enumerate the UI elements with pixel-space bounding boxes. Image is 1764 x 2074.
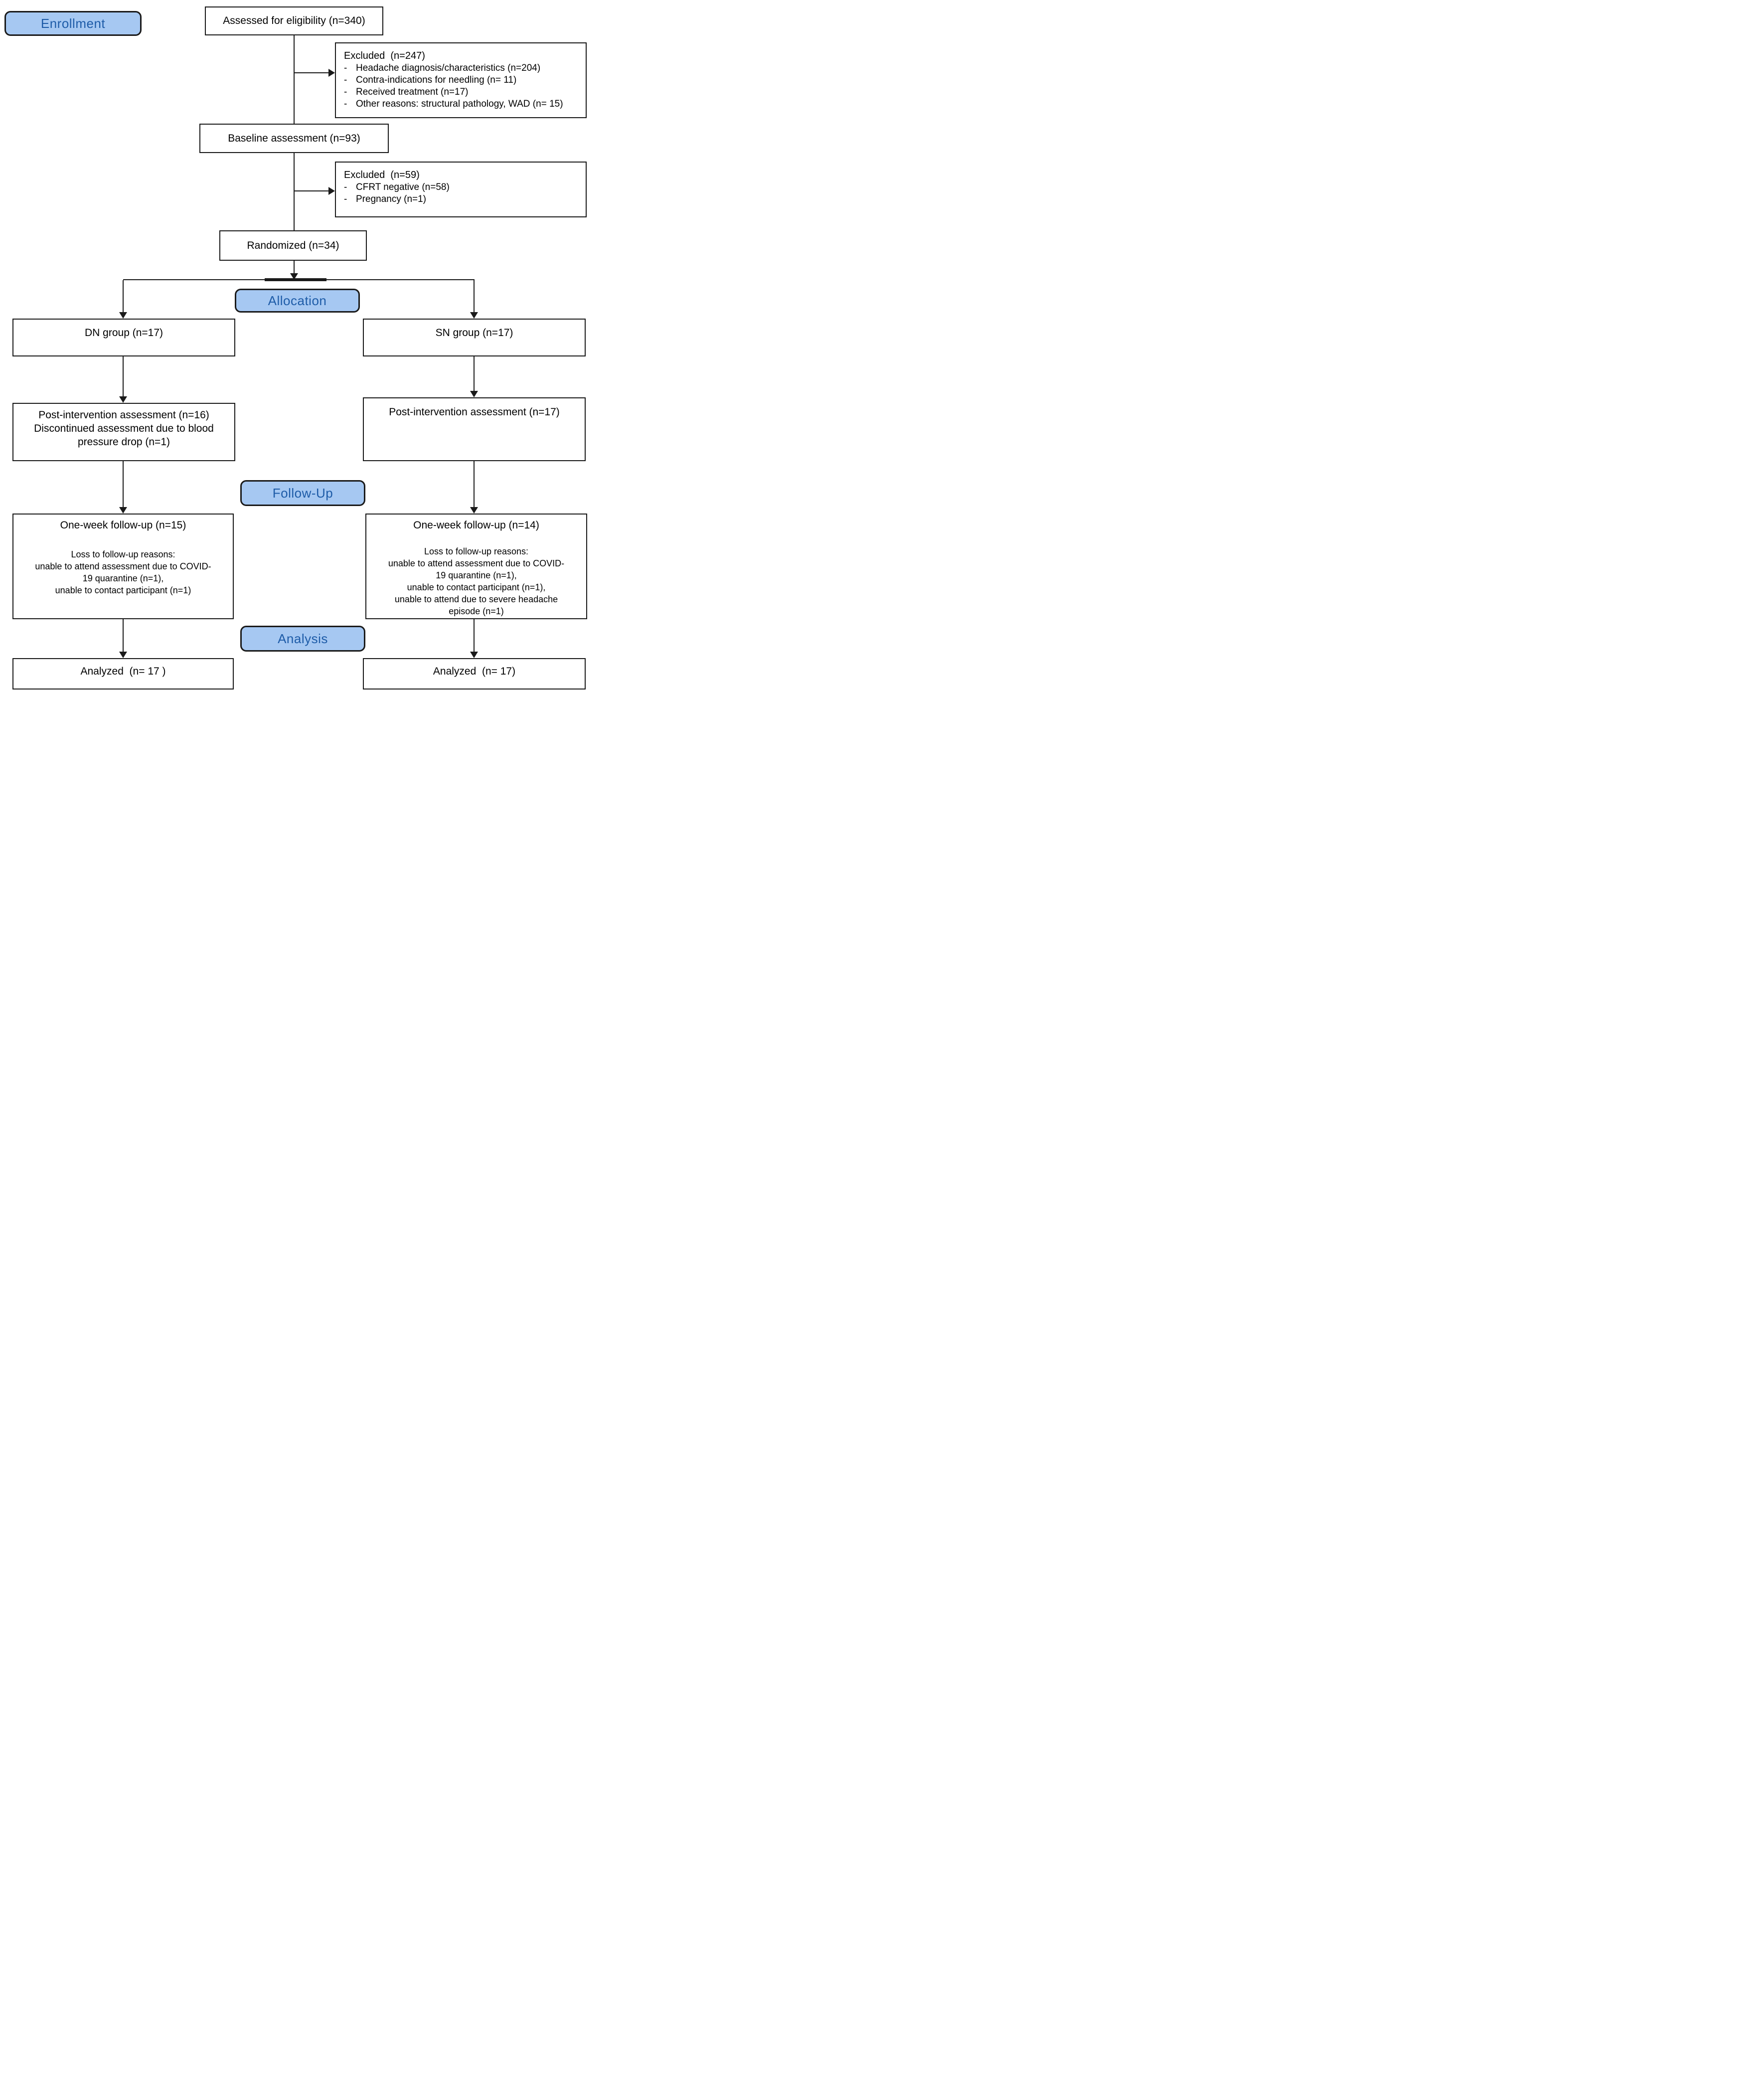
arrowhead-analyzed-right bbox=[470, 652, 478, 658]
allocation-stage-text: Allocation bbox=[268, 293, 327, 308]
connector-split-to-sn bbox=[474, 280, 475, 312]
enrollment-stage-text: Enrollment bbox=[40, 15, 106, 31]
connector-post-to-oneweek-left bbox=[123, 461, 124, 507]
arrowhead-oneweek-left bbox=[119, 507, 127, 514]
excluded-enrollment-item: - Contra-indications for needling (n= 11… bbox=[344, 75, 517, 85]
excluded-baseline-box: Excluded (n=59) - CFRT negative (n=58) -… bbox=[335, 162, 587, 217]
arrowhead-dn-group bbox=[119, 312, 127, 319]
baseline-assessment-text: Baseline assessment (n=93) bbox=[228, 132, 360, 144]
analysis-stage-label: Analysis bbox=[240, 626, 365, 652]
oneweek-right-reasons-title: Loss to follow-up reasons: bbox=[424, 546, 529, 556]
bullet-dash: - bbox=[344, 99, 347, 109]
oneweek-right-reason: episode (n=1) bbox=[449, 606, 504, 616]
connector-sn-to-post bbox=[474, 356, 475, 391]
arrowhead-post-left bbox=[119, 396, 127, 403]
analyzed-left-box: Analyzed (n= 17 ) bbox=[12, 658, 234, 690]
randomized-box: Randomized (n=34) bbox=[219, 230, 367, 261]
excluded-enrollment-title: Excluded (n=247) bbox=[344, 50, 425, 61]
post-intervention-right-box: Post-intervention assessment (n=17) bbox=[363, 397, 586, 461]
post-right-line: Post-intervention assessment (n=17) bbox=[389, 406, 560, 418]
connector-oneweek-to-analyzed-right bbox=[474, 619, 475, 652]
bullet-dash: - bbox=[344, 87, 347, 97]
assessed-eligibility-box: Assessed for eligibility (n=340) bbox=[205, 6, 383, 35]
bullet-dash: - bbox=[344, 182, 347, 192]
followup-stage-text: Follow-Up bbox=[272, 485, 333, 501]
connector-branch-excluded1 bbox=[294, 72, 328, 73]
oneweek-right-reason: 19 quarantine (n=1), bbox=[436, 570, 517, 580]
oneweek-left-reasons-title: Loss to follow-up reasons: bbox=[71, 549, 175, 559]
analyzed-right-text: Analyzed (n= 17) bbox=[433, 665, 516, 677]
oneweek-left-reason: unable to contact participant (n=1) bbox=[55, 585, 191, 595]
oneweek-right-title: One-week follow-up (n=14) bbox=[413, 519, 539, 531]
assessed-eligibility-text: Assessed for eligibility (n=340) bbox=[223, 15, 365, 26]
enrollment-stage-label: Enrollment bbox=[4, 11, 142, 36]
excluded-enrollment-item: - Headache diagnosis/characteristics (n=… bbox=[344, 63, 541, 73]
analyzed-left-text: Analyzed (n= 17 ) bbox=[80, 665, 166, 677]
arrowhead-oneweek-right bbox=[470, 507, 478, 514]
split-junction-bar bbox=[265, 278, 326, 281]
dn-group-text: DN group (n=17) bbox=[85, 327, 163, 339]
oneweek-right-reason: unable to contact participant (n=1), bbox=[407, 582, 546, 592]
dn-group-box: DN group (n=17) bbox=[12, 319, 235, 356]
excluded-baseline-item: - CFRT negative (n=58) bbox=[344, 182, 450, 192]
allocation-stage-label: Allocation bbox=[235, 289, 360, 313]
connector-branch-excluded2 bbox=[294, 190, 328, 191]
excluded-enrollment-item: - Other reasons: structural pathology, W… bbox=[344, 99, 563, 109]
oneweek-left-reason: unable to attend assessment due to COVID… bbox=[35, 561, 211, 571]
bullet-dash: - bbox=[344, 63, 347, 73]
connector-dn-to-post bbox=[123, 356, 124, 396]
connector-oneweek-to-analyzed-left bbox=[123, 619, 124, 652]
analyzed-right-box: Analyzed (n= 17) bbox=[363, 658, 586, 690]
excluded-enrollment-box: Excluded (n=247) - Headache diagnosis/ch… bbox=[335, 42, 587, 118]
one-week-followup-left-box: One-week follow-up (n=15) Loss to follow… bbox=[12, 514, 234, 619]
excluded-baseline-item: - Pregnancy (n=1) bbox=[344, 194, 426, 204]
arrowhead-excluded2 bbox=[328, 187, 335, 195]
oneweek-left-reason: 19 quarantine (n=1), bbox=[82, 573, 164, 583]
arrowhead-analyzed-left bbox=[119, 652, 127, 658]
analysis-stage-text: Analysis bbox=[278, 631, 328, 646]
post-intervention-left-box: Post-intervention assessment (n=16) Disc… bbox=[12, 403, 235, 461]
consort-flow-diagram: Enrollment Allocation Follow-Up Analysis… bbox=[0, 0, 588, 691]
connector-assessed-to-baseline bbox=[294, 35, 295, 124]
sn-group-text: SN group (n=17) bbox=[435, 327, 513, 339]
arrowhead-split bbox=[290, 273, 298, 280]
connector-split-to-dn bbox=[123, 280, 124, 312]
randomized-text: Randomized (n=34) bbox=[247, 239, 339, 251]
connector-post-to-oneweek-right bbox=[474, 461, 475, 507]
excluded-enrollment-item: - Received treatment (n=17) bbox=[344, 87, 469, 97]
one-week-followup-right-box: One-week follow-up (n=14) Loss to follow… bbox=[365, 514, 587, 619]
oneweek-right-reason: unable to attend due to severe headache bbox=[394, 594, 558, 604]
sn-group-box: SN group (n=17) bbox=[363, 319, 586, 356]
oneweek-left-title: One-week follow-up (n=15) bbox=[60, 519, 186, 531]
oneweek-right-reason: unable to attend assessment due to COVID… bbox=[388, 558, 565, 568]
followup-stage-label: Follow-Up bbox=[240, 480, 365, 506]
connector-baseline-to-randomized bbox=[294, 153, 295, 230]
connector-randomized-to-split bbox=[294, 261, 295, 273]
post-left-line: Post-intervention assessment (n=16) bbox=[38, 409, 209, 421]
arrowhead-post-right bbox=[470, 391, 478, 397]
arrowhead-excluded1 bbox=[328, 69, 335, 77]
excluded-baseline-title: Excluded (n=59) bbox=[344, 170, 420, 180]
post-left-line: Discontinued assessment due to blood bbox=[34, 423, 214, 434]
arrowhead-sn-group bbox=[470, 312, 478, 319]
baseline-assessment-box: Baseline assessment (n=93) bbox=[199, 124, 389, 153]
bullet-dash: - bbox=[344, 194, 347, 204]
bullet-dash: - bbox=[344, 75, 347, 85]
post-left-line: pressure drop (n=1) bbox=[77, 436, 170, 448]
